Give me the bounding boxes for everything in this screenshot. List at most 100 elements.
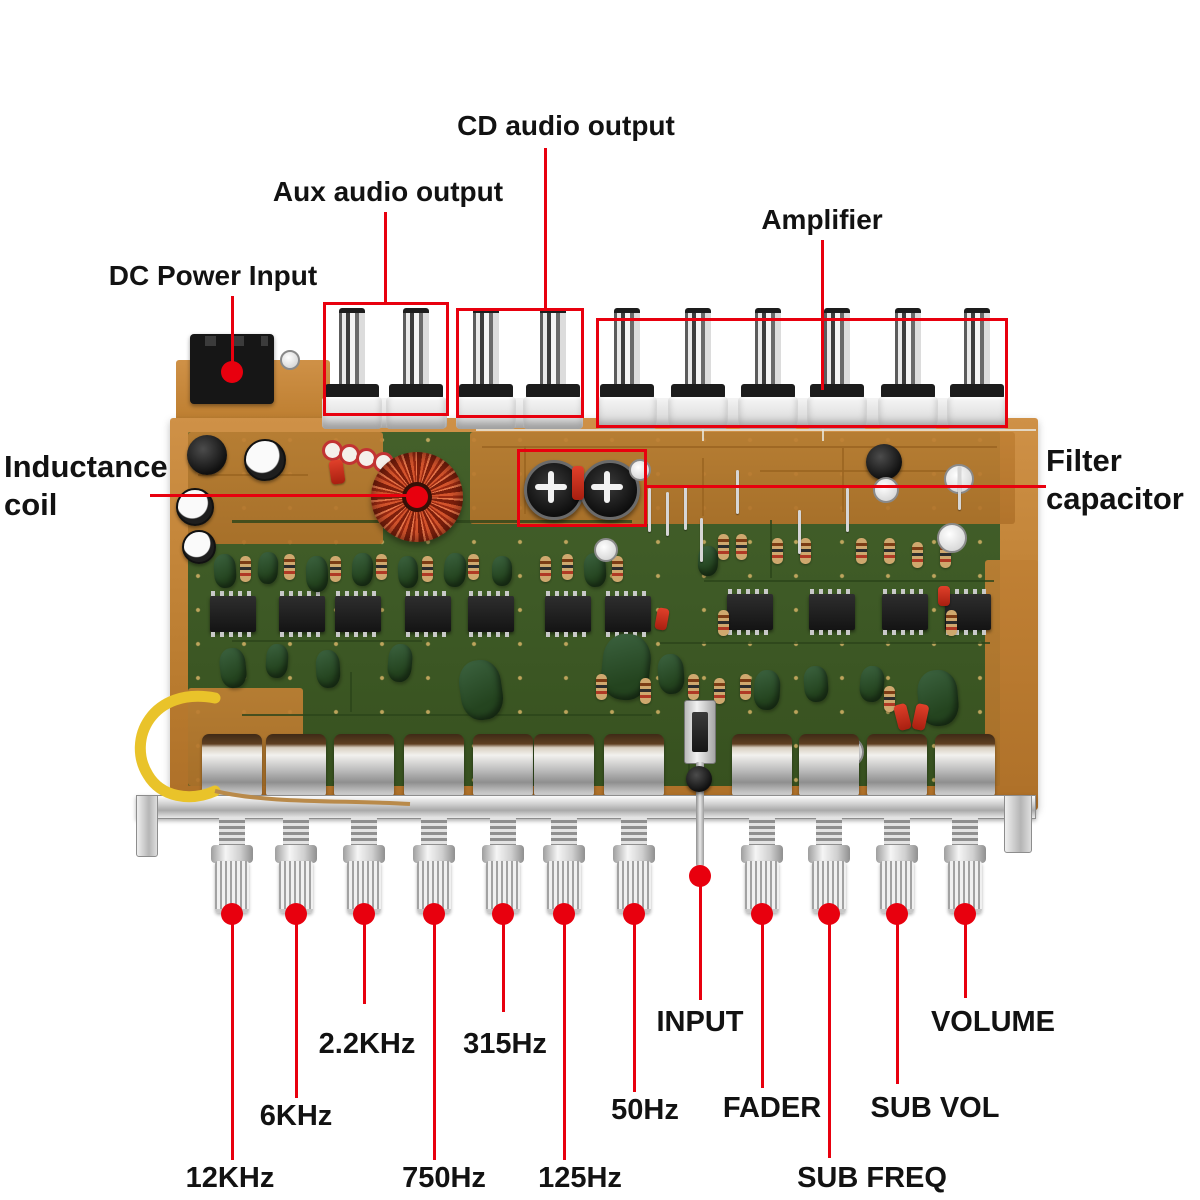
resistor xyxy=(718,534,729,560)
callout-line-fader xyxy=(760,914,764,1088)
rca-jack-collar xyxy=(526,384,580,399)
potentiometer-body xyxy=(534,734,594,796)
pcb-trace xyxy=(660,642,990,644)
label-inductance-coil: Inductance coil xyxy=(4,449,168,523)
knob-shaft xyxy=(816,817,842,847)
rca-jack-collar xyxy=(671,384,725,399)
callout-line-aux xyxy=(383,212,387,302)
electrolytic-capacitor xyxy=(244,439,286,481)
resistor xyxy=(736,534,747,560)
label-dc-power-input: DC Power Input xyxy=(108,260,318,291)
rca-jack-collar xyxy=(950,384,1004,399)
label-sub-vol: SUB VOL xyxy=(870,1092,1000,1124)
rca-jack-body xyxy=(738,397,798,429)
knob-collar xyxy=(944,845,986,863)
callout-box-filter-capacitor xyxy=(517,449,647,527)
jumper-wire xyxy=(958,466,961,510)
callout-line-6khz xyxy=(294,914,298,1098)
silkscreen-line xyxy=(822,429,824,441)
rca-jack-post xyxy=(895,308,921,393)
callout-dot-knob-5 xyxy=(492,903,514,925)
ic-chip xyxy=(882,589,928,635)
resistor xyxy=(562,554,573,580)
callout-dot-knob-1 xyxy=(221,903,243,925)
jumper-wire xyxy=(648,488,651,532)
pcb-trace xyxy=(232,640,422,642)
knob-collar xyxy=(808,845,850,863)
resistor xyxy=(912,542,923,568)
resistor xyxy=(940,542,951,568)
callout-line-volume xyxy=(963,914,967,998)
knob-shaft xyxy=(621,817,647,847)
resistor xyxy=(640,678,651,704)
knob-shaft xyxy=(351,817,377,847)
callout-dot-knob-3 xyxy=(353,903,375,925)
electrolytic-capacitor xyxy=(182,530,216,564)
callout-dot-knob-9 xyxy=(818,903,840,925)
trimmer-cap xyxy=(594,538,618,562)
label-fader: FADER xyxy=(722,1092,822,1124)
filter-cap-cross-v xyxy=(548,471,554,503)
callout-line-cd xyxy=(543,148,547,308)
callout-line-amplifier xyxy=(820,240,824,390)
potentiometer-body xyxy=(732,734,792,796)
red-diode xyxy=(572,466,584,500)
callout-dot-knob-7 xyxy=(623,903,645,925)
ic-chip xyxy=(279,591,325,637)
callout-line-12khz xyxy=(230,914,234,1160)
knob-collar xyxy=(275,845,317,863)
knob-collar xyxy=(413,845,455,863)
electrolytic-capacitor-black xyxy=(866,444,902,480)
rca-jack-post xyxy=(685,308,711,393)
rca-jack-body xyxy=(456,397,516,429)
label-12khz: 12KHz xyxy=(185,1162,275,1194)
potentiometer-body xyxy=(867,734,927,796)
ic-chip xyxy=(809,589,855,635)
resistor xyxy=(740,674,751,700)
callout-box-aux xyxy=(323,302,449,416)
label-input: INPUT xyxy=(656,1006,744,1038)
knob-shaft xyxy=(749,817,775,847)
rca-jack-post xyxy=(403,308,429,393)
ic-chip xyxy=(468,591,514,637)
callout-box-amplifier xyxy=(596,318,1008,428)
rca-connector-base xyxy=(598,398,1006,428)
label-6khz: 6KHz xyxy=(259,1100,333,1132)
rca-jack-body xyxy=(668,397,728,429)
ic-chip xyxy=(210,591,256,637)
ic-chip xyxy=(335,591,381,637)
rca-jack-post xyxy=(755,308,781,393)
yellow-wire xyxy=(134,690,411,806)
resistor xyxy=(884,538,895,564)
callout-dot-knob-2 xyxy=(285,903,307,925)
pcb-trace xyxy=(242,714,652,716)
rca-jack-post xyxy=(339,308,365,393)
resistor xyxy=(468,554,479,580)
knob-shaft xyxy=(551,817,577,847)
callout-line-input xyxy=(698,876,702,1000)
potentiometer-body xyxy=(473,734,533,796)
rca-jack-body xyxy=(878,397,938,429)
rca-jack-collar xyxy=(389,384,443,399)
trimmer-cap xyxy=(873,477,899,503)
ic-chip xyxy=(405,591,451,637)
label-2-2khz: 2.2KHz xyxy=(318,1028,416,1060)
rca-jack-post xyxy=(614,308,640,393)
potentiometer-body xyxy=(935,734,995,796)
callout-dot-knob-4 xyxy=(423,903,445,925)
knob-collar xyxy=(613,845,655,863)
silkscreen-line xyxy=(476,429,1036,431)
knob-shaft xyxy=(283,817,309,847)
resistor xyxy=(714,678,725,704)
knob-shaft xyxy=(490,817,516,847)
callout-dot-knob-11 xyxy=(954,903,976,925)
rca-jack-post xyxy=(824,308,850,393)
resistor xyxy=(540,556,551,582)
resistor xyxy=(612,556,623,582)
trimmer-cap xyxy=(280,350,300,370)
jumper-wire xyxy=(846,488,849,532)
rca-jack-collar xyxy=(459,384,513,399)
electrolytic-capacitor-black xyxy=(686,766,712,792)
jumper-wire xyxy=(666,492,669,536)
